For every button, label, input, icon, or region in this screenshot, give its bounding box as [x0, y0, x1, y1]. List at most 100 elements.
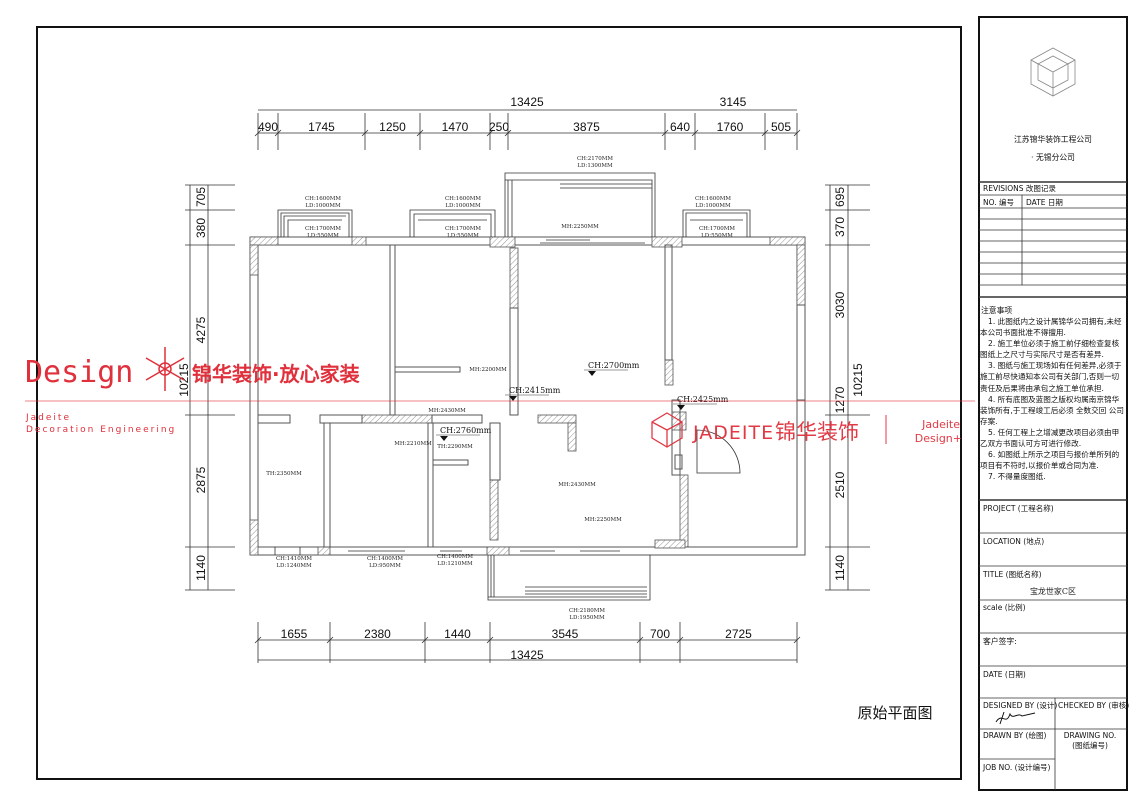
watermark-cn: 锦华装饰·放心家装 — [192, 362, 360, 386]
dim-left-segment: 705 — [194, 187, 208, 207]
dim-top-segment: 250 — [489, 120, 509, 134]
drawing-frame — [36, 26, 962, 780]
window-label-ld: LD:1000MM — [445, 203, 481, 209]
watermark-left: Design 锦华装饰·放心家装 Jadeite Decoration Engi… — [25, 347, 360, 435]
note-item: 6. 如图纸上所示之项目与报价单所列的项目有不符时,以报价单或合同为准. — [980, 450, 1120, 471]
room-height-label: TH:2350MM — [266, 471, 302, 477]
dim-right-segment: 3030 — [833, 291, 847, 318]
dim-bottom-segment: 1655 — [281, 627, 308, 641]
watermark-center-cn: 锦华装饰 — [775, 420, 859, 444]
drawing-title: 原始平面图 — [857, 704, 932, 722]
dim-bottom-segment: 3545 — [552, 627, 579, 641]
ceiling-height-label: CH:2700mm — [588, 361, 640, 370]
dim-right-segment: 370 — [833, 217, 847, 237]
window-label-ld: LD:1950MM — [569, 615, 605, 621]
window-label-ld: LD:1000MM — [305, 203, 341, 209]
dim-top-segment: 1250 — [379, 120, 406, 134]
room-height-label: MH:2210MM — [394, 441, 432, 447]
watermark-jadeite: JADEITE — [692, 422, 774, 444]
dim-top-segment: 490 — [258, 120, 278, 134]
window-label-ch: CH:1600MM — [695, 196, 731, 202]
dim-right-segment: 1270 — [833, 386, 847, 413]
window-label-ch: CH:1400MM — [367, 556, 403, 562]
designed-by-label: DESIGNED BY (设计) — [983, 700, 1057, 710]
project-label: PROJECT (工程名称) — [983, 503, 1054, 513]
ceiling-height-label: CH:2415mm — [509, 386, 561, 395]
scale-label: scale (比例) — [983, 602, 1026, 612]
dim-top-segment: 640 — [670, 120, 690, 134]
room-height-label: MH:2430MM — [558, 482, 596, 488]
dim-left-segment: 380 — [194, 218, 208, 238]
room-height-label: MH:2250MM — [561, 224, 599, 230]
dim-right-segment: 695 — [833, 187, 847, 207]
notes-list: 1. 此图纸内之设计属锦华公司拥有,未经本公司书面批准不得擅用.2. 施工单位必… — [980, 317, 1124, 482]
dim-top-segment: 1470 — [442, 120, 469, 134]
top-dimensions — [254, 109, 801, 150]
watermark-design: Design — [25, 355, 133, 390]
drawing-no-cn: (图纸编号) — [1072, 740, 1108, 750]
notes-title: 注意事项 — [981, 305, 1012, 315]
cube-logo-icon — [651, 412, 683, 448]
bottom-dimensions — [254, 622, 801, 663]
window-label-ld: LD:1210MM — [437, 561, 473, 567]
drawing-no-label: DRAWING NO. — [1064, 731, 1116, 740]
dim-bottom-segment: 2380 — [364, 627, 391, 641]
window-label-ch: CH:1410MM — [276, 556, 312, 562]
side-dimension-lines — [185, 184, 870, 591]
note-item: 4. 所有底图及蓝图之版权均属南京锦华装饰所有,于工程竣工后必须 全数交回 公司… — [980, 394, 1124, 426]
elevation-marker-icon — [677, 405, 685, 410]
title-block-frame — [978, 16, 1128, 791]
window-label-ch: CH:1400MM — [437, 554, 473, 560]
note-item: 5. 任何工程上之增减更改项目必须由甲乙双方书面认可方可进行修改. — [980, 427, 1120, 449]
ceiling-height-label: CH:2760mm — [440, 426, 492, 435]
window-label-ld: LD:550MM — [701, 233, 733, 239]
rev-no-header: NO. 编号 — [983, 197, 1014, 207]
dim-top-segment: 1745 — [308, 120, 335, 134]
dim-left-segment: 4275 — [194, 316, 208, 343]
dim-right-segment: 10215 — [851, 363, 865, 397]
dim-top-segment: 1760 — [717, 120, 744, 134]
note-item: 3. 图纸与施工现场如有任何差异,必须于施工前尽快通知本公司有关部门,否则一切责… — [980, 361, 1122, 393]
title-value: 宝龙世家C区 — [1030, 586, 1076, 596]
note-item: 7. 不得量度图纸. — [988, 472, 1046, 482]
dim-top-right: 3145 — [720, 95, 747, 109]
window-label-ld: LD:550MM — [447, 233, 479, 239]
room-height-label: TH:2290MM — [437, 444, 473, 450]
window-label-ch: CH:1700MM — [305, 226, 341, 232]
window-label-ch: CH:1700MM — [699, 226, 735, 232]
date-label: DATE (日期) — [983, 670, 1026, 679]
bay-windows — [274, 172, 751, 601]
dim-bottom-segment: 1440 — [444, 627, 471, 641]
job-no-label: JOB NO. (设计编号) — [982, 762, 1051, 772]
note-item: 1. 此图纸内之设计属锦华公司拥有,未经本公司书面批准不得擅用. — [980, 317, 1122, 338]
ceiling-height-label: CH:2425mm — [677, 395, 729, 404]
checked-by-label: CHECKED BY (审核) — [1058, 700, 1129, 710]
window-label-ch: CH:1600MM — [305, 196, 341, 202]
window-label-ld: LD:950MM — [369, 563, 401, 569]
window-label-ld: LD:1000MM — [695, 203, 731, 209]
company-cube-logo-icon — [1030, 47, 1076, 97]
location-label: LOCATION (地点) — [983, 536, 1044, 546]
window-label-ld: LD:1240MM — [276, 563, 312, 569]
window-label-ch: CH:1700MM — [445, 226, 481, 232]
note-item: 2. 施工单位必须于施工前仔细检查复核图纸上之尺寸与实际尺寸是否有差异. — [980, 339, 1120, 360]
window-label-ld: LD:1300MM — [577, 163, 613, 169]
dim-top-segment: 505 — [771, 120, 791, 134]
dim-top-overall: 13425 — [510, 95, 544, 109]
snowflake-logo-icon — [145, 347, 185, 391]
dim-left-segment: 2875 — [194, 466, 208, 493]
title-block — [979, 181, 1127, 790]
watermark-sub2: Decoration Engineering — [26, 425, 176, 435]
watermark-sub1: Jadeite — [25, 413, 71, 423]
company-branch: · 无锡分公司 — [1031, 153, 1075, 162]
elevation-marker-icon — [588, 371, 596, 376]
client-sign-label: 客户签字: — [983, 636, 1017, 646]
room-height-label: MH:2200MM — [469, 367, 507, 373]
drawn-by-label: DRAWN BY (绘图) — [983, 730, 1046, 740]
window-label-ch: CH:1600MM — [445, 196, 481, 202]
dim-bottom-segment: 2725 — [725, 627, 752, 641]
watermark-right2: Design+ — [915, 432, 962, 445]
dim-right-segment: 2510 — [833, 471, 847, 498]
room-height-label: MH:2430MM — [428, 408, 466, 414]
